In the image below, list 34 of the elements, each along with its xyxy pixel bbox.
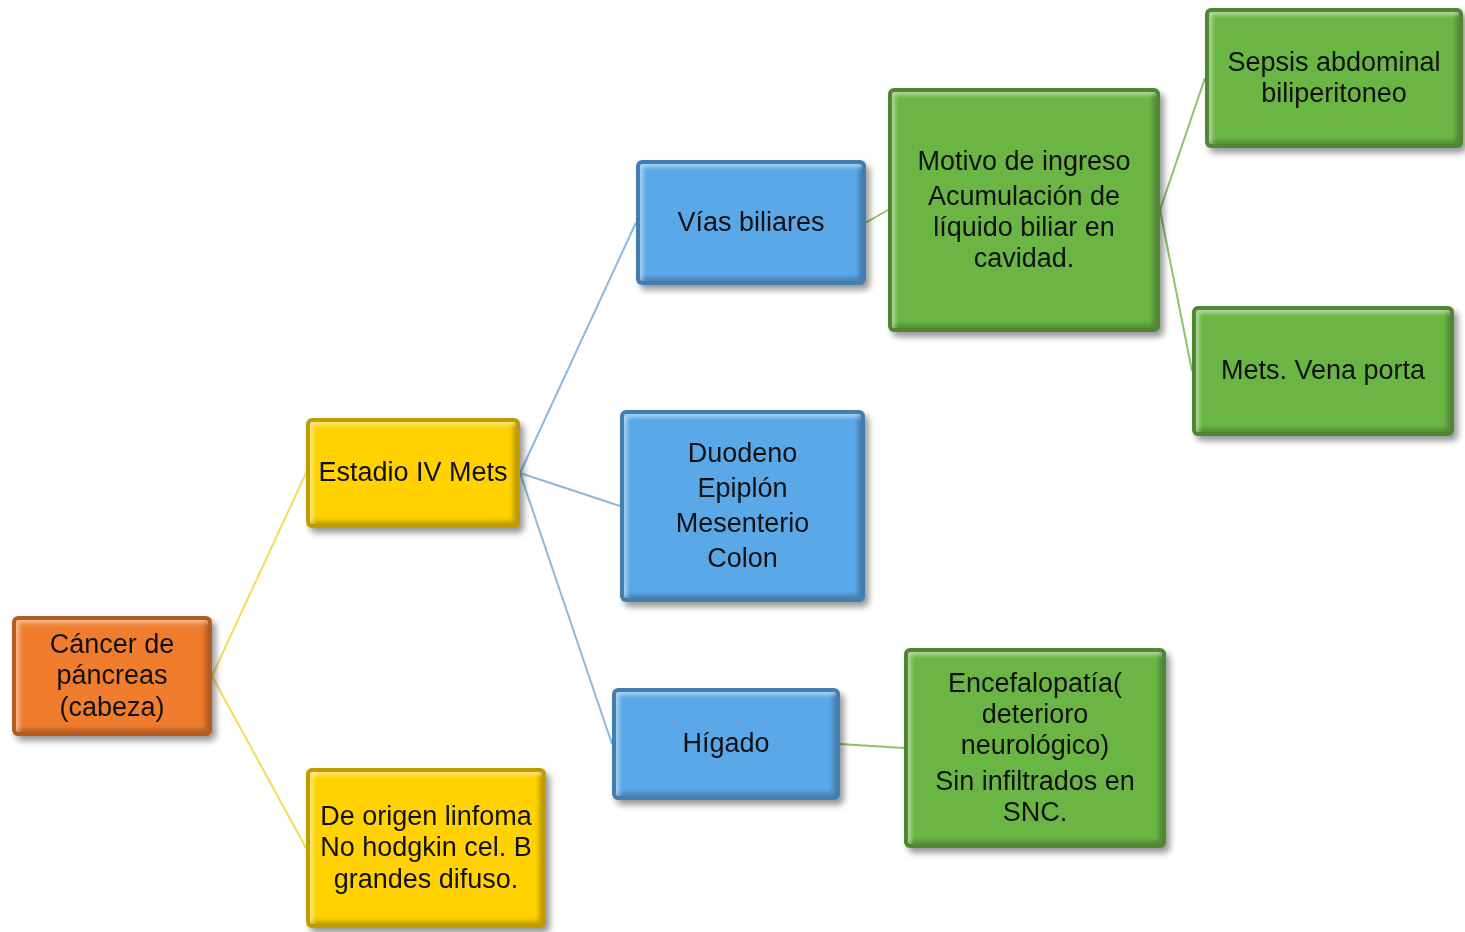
bevel-box: [612, 688, 840, 800]
node-text: Estadio IV Mets: [318, 457, 508, 489]
connector-line: [519, 472, 613, 745]
bevel-box: [904, 648, 1166, 848]
bevel-box: [636, 160, 866, 285]
bevel-box: [888, 88, 1160, 332]
bevel-box: [12, 616, 212, 736]
connector-line: [865, 209, 889, 224]
connector-line: [839, 743, 905, 749]
node-text: Motivo de ingreso: [917, 145, 1131, 177]
connector-line: [211, 472, 307, 677]
connector-line: [519, 472, 621, 507]
connector-line: [1159, 209, 1193, 372]
node-text: Sepsis abdominal biliperitoneo: [1226, 46, 1442, 110]
node-text: Duodeno: [687, 437, 798, 469]
node-text: Vías biliares: [677, 206, 825, 238]
node-text: Mesenterio: [675, 508, 810, 540]
bevel-box: [1205, 8, 1463, 148]
bevel-box: [620, 410, 865, 602]
bevel-box: [1192, 306, 1454, 436]
bevel-box: [306, 418, 520, 528]
node-text: Sin infiltrados en SNC.: [934, 765, 1136, 828]
node-text: Encefalopatía( deterioro neurológico): [946, 668, 1124, 762]
node-text: De origen linfoma No hodgkin cel. B grandes difuso.: [319, 801, 533, 895]
bevel-box: [306, 768, 546, 928]
node-text: Epiplón: [697, 472, 788, 504]
node-text: Acumulación de líquido biliar en cavidad.: [926, 180, 1122, 275]
node-text: Colon: [707, 543, 778, 575]
connector-line: [519, 221, 637, 474]
connector-line: [211, 675, 307, 849]
node-text: Cáncer de páncreas (cabeza): [48, 629, 176, 723]
connector-line: [1159, 77, 1206, 211]
node-text: Hígado: [682, 728, 770, 760]
node-text: Mets. Vena porta: [1220, 355, 1426, 387]
